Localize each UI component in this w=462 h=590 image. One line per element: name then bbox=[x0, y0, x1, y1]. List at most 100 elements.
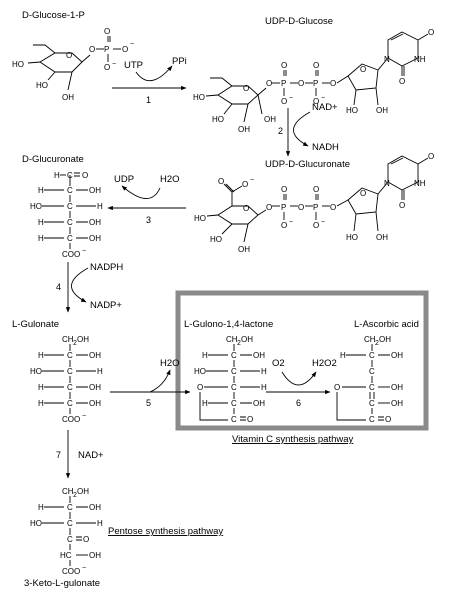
svg-text:H: H bbox=[38, 234, 44, 243]
svg-text:HC: HC bbox=[60, 551, 72, 560]
svg-text:O: O bbox=[360, 189, 366, 198]
svg-text:HO: HO bbox=[30, 519, 42, 528]
svg-text:OH: OH bbox=[89, 551, 101, 560]
nadph-label: NADPH bbox=[90, 262, 123, 273]
svg-text:OH: OH bbox=[89, 383, 101, 392]
reaction-5: H2O 5 bbox=[110, 358, 191, 408]
svg-text:OH: OH bbox=[89, 351, 101, 360]
svg-text:H: H bbox=[38, 351, 44, 360]
svg-text:HO: HO bbox=[36, 81, 48, 90]
svg-text:OH: OH bbox=[238, 125, 250, 134]
svg-text:O: O bbox=[122, 45, 128, 54]
svg-text:C: C bbox=[67, 351, 73, 360]
o2-label: O2 bbox=[272, 358, 285, 369]
svg-text:P: P bbox=[281, 203, 286, 212]
h2o-2-label: H2O bbox=[160, 358, 180, 369]
svg-text:OH: OH bbox=[89, 503, 101, 512]
l-gulono-lactone-structure: L-Gulono-1,4-lactone CH 2 OH H C OH HO C… bbox=[184, 319, 273, 424]
svg-text:O: O bbox=[399, 77, 405, 86]
svg-text:H: H bbox=[340, 351, 346, 360]
udp-glucose-label: UDP-D-Glucose bbox=[265, 16, 333, 27]
svg-text:C: C bbox=[67, 218, 73, 227]
h2o-1-label: H2O bbox=[160, 174, 180, 185]
d-glucuronate-structure: D-Glucuronate H C O H C OH HO C H H C OH… bbox=[22, 154, 103, 259]
svg-text:OH: OH bbox=[89, 399, 101, 408]
d-glucuronate-label: D-Glucuronate bbox=[22, 154, 84, 165]
svg-text:O: O bbox=[243, 204, 249, 213]
svg-text:O: O bbox=[330, 79, 336, 88]
svg-text:O: O bbox=[313, 97, 319, 106]
svg-text:O: O bbox=[385, 415, 391, 424]
svg-text:O: O bbox=[218, 177, 224, 186]
svg-text:HO: HO bbox=[193, 93, 205, 102]
svg-text:HO: HO bbox=[30, 367, 42, 376]
svg-text:C: C bbox=[67, 367, 73, 376]
svg-text:H: H bbox=[202, 351, 208, 360]
svg-text:−: − bbox=[82, 565, 86, 572]
svg-text:H: H bbox=[38, 186, 44, 195]
svg-text:O: O bbox=[281, 97, 287, 106]
svg-text:O: O bbox=[313, 61, 319, 70]
svg-text:C: C bbox=[67, 202, 73, 211]
reaction-6: O2 H2O2 6 bbox=[266, 358, 337, 408]
svg-text:OH: OH bbox=[241, 335, 253, 344]
svg-text:HO: HO bbox=[210, 235, 222, 244]
svg-text:HO: HO bbox=[194, 367, 206, 376]
svg-text:P: P bbox=[281, 79, 286, 88]
l-gulono-lactone-label: L-Gulono-1,4-lactone bbox=[184, 319, 273, 330]
l-gulonate-structure: L-Gulonate CH 2 OH H C OH HO C H H C OH … bbox=[12, 319, 103, 424]
svg-text:OH: OH bbox=[391, 399, 403, 408]
svg-text:COO: COO bbox=[62, 415, 80, 424]
svg-text:O: O bbox=[197, 383, 203, 392]
svg-text:O: O bbox=[247, 415, 253, 424]
l-ascorbic-acid-label: L-Ascorbic acid bbox=[354, 319, 419, 330]
utp-label: UTP bbox=[124, 60, 143, 71]
svg-text:H: H bbox=[97, 202, 103, 211]
reaction-7: NAD+ 7 bbox=[56, 430, 104, 479]
svg-text:OH: OH bbox=[391, 351, 403, 360]
svg-text:O: O bbox=[298, 203, 304, 212]
svg-text:OH: OH bbox=[391, 383, 403, 392]
svg-text:HO: HO bbox=[194, 214, 206, 223]
svg-text:HO: HO bbox=[346, 106, 358, 115]
svg-text:OH: OH bbox=[89, 218, 101, 227]
svg-text:C: C bbox=[369, 367, 375, 376]
svg-text:C: C bbox=[231, 399, 237, 408]
svg-text:C: C bbox=[67, 234, 73, 243]
svg-text:O: O bbox=[330, 203, 336, 212]
svg-text:2: 2 bbox=[73, 340, 77, 347]
svg-text:P: P bbox=[104, 45, 109, 54]
glucose-1-p-label: D-Glucose-1-P bbox=[22, 10, 85, 21]
svg-text:NH: NH bbox=[414, 55, 426, 64]
svg-text:HO: HO bbox=[30, 202, 42, 211]
svg-text:O: O bbox=[104, 63, 110, 72]
ppi-label: PPi bbox=[172, 56, 187, 67]
svg-text:H: H bbox=[97, 367, 103, 376]
svg-text:−: − bbox=[289, 219, 293, 226]
svg-text:OH: OH bbox=[89, 234, 101, 243]
udp-label: UDP bbox=[114, 174, 134, 185]
nad-plus-1-label: NAD+ bbox=[312, 102, 338, 113]
svg-text:O: O bbox=[266, 203, 272, 212]
svg-text:P: P bbox=[313, 79, 318, 88]
glucose-1-p-structure: D-Glucose-1-P HO HO OH O O P O O − O − bbox=[12, 10, 134, 102]
svg-text:OH: OH bbox=[89, 186, 101, 195]
svg-text:HO: HO bbox=[212, 115, 224, 124]
nadp-plus-label: NADP+ bbox=[90, 300, 122, 311]
svg-text:2: 2 bbox=[237, 340, 241, 347]
svg-text:CH: CH bbox=[62, 487, 74, 496]
h2o2-label: H2O2 bbox=[312, 358, 337, 369]
svg-text:O: O bbox=[66, 51, 72, 60]
svg-text:P: P bbox=[313, 203, 318, 212]
svg-text:CH: CH bbox=[62, 335, 74, 344]
udp-glucose-structure: UDP-D-Glucose HO HO OH OH O O P O O − O … bbox=[193, 16, 434, 134]
svg-text:C: C bbox=[369, 351, 375, 360]
reaction-4: NADPH NADP+ 4 bbox=[56, 262, 123, 313]
svg-text:−: − bbox=[250, 177, 254, 184]
svg-text:C: C bbox=[67, 519, 73, 528]
svg-text:H: H bbox=[38, 503, 44, 512]
step-3-label: 3 bbox=[146, 215, 151, 225]
svg-text:−: − bbox=[321, 95, 325, 102]
svg-text:−: − bbox=[321, 219, 325, 226]
svg-text:COO: COO bbox=[62, 567, 80, 576]
